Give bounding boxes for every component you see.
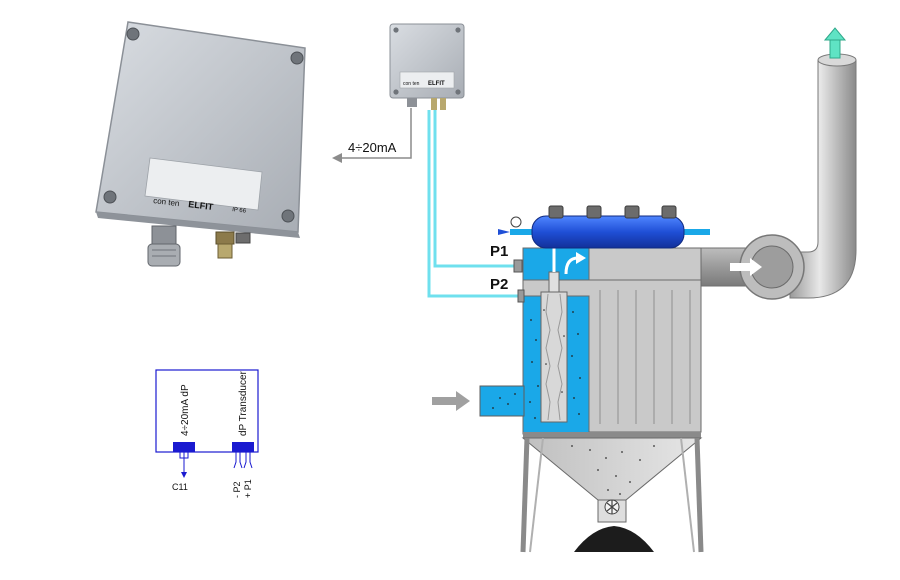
pressure-terminal	[232, 442, 254, 452]
small-box-brand: con ten	[403, 81, 420, 87]
exhaust-stack	[789, 27, 857, 299]
terminal-c11: C11	[172, 482, 188, 492]
small-transducer-box: con ten ELFIT	[389, 23, 465, 110]
cable-gland	[147, 225, 181, 267]
terminal-p1: + P1	[243, 479, 253, 498]
compressed-air-manifold	[498, 205, 710, 249]
pressure-port-fittings	[215, 231, 251, 259]
schematic-signal-label: 4÷20mA dP	[180, 384, 191, 436]
small-box-model: ELFIT	[428, 81, 445, 87]
inlet-duct	[479, 385, 525, 417]
signal-output-line	[332, 108, 412, 163]
pressure-tubes	[427, 110, 523, 298]
large-transducer-box: con ten ELFIT IP 66	[95, 21, 306, 267]
pressure-gauge-icon	[510, 216, 522, 228]
dust-hopper	[520, 432, 704, 553]
transducer-schematic: 4÷20mA dP dP Transducer C11 - P2 + P1	[155, 369, 259, 498]
p2-tube	[427, 110, 523, 298]
output-signal-label: 4÷20mA	[348, 140, 397, 155]
exhaust-arrow	[823, 27, 847, 59]
p1-tube	[433, 110, 517, 268]
filter-bag	[540, 271, 568, 423]
rotary-valve-icon	[604, 499, 620, 515]
exhaust-fan-duct	[699, 234, 805, 300]
p2-label: P2	[490, 276, 508, 293]
filter-housing	[432, 240, 702, 435]
signal-terminal	[173, 442, 195, 452]
terminal-p2: - P2	[232, 481, 242, 498]
box-label-plate	[144, 157, 263, 211]
large-box-model: ELFIT	[188, 199, 215, 212]
inlet-arrow	[432, 391, 470, 411]
p1-label: P1	[490, 243, 508, 260]
schematic-device-label: dP Transducer	[238, 370, 249, 436]
dust-pile	[574, 526, 654, 552]
large-box-brand: con ten	[153, 196, 180, 208]
large-box-rating: IP 66	[232, 207, 247, 215]
